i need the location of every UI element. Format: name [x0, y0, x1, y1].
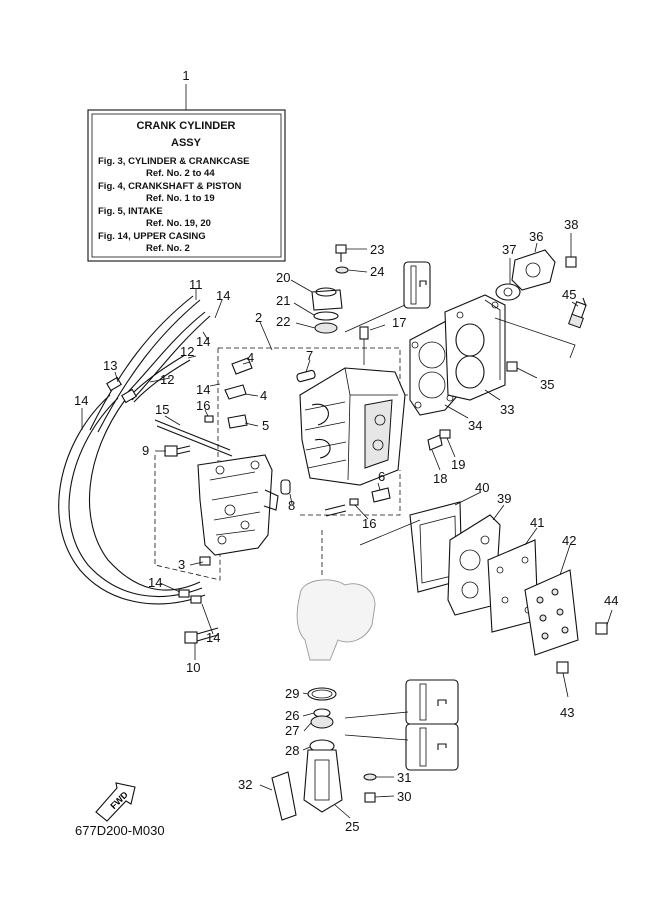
callout-24: 24 — [370, 264, 384, 279]
callout-2: 2 — [255, 310, 262, 325]
callout-20: 20 — [276, 270, 290, 285]
callout-6: 6 — [378, 469, 385, 484]
ref-box-line: Fig. 5, INTAKE — [98, 206, 163, 217]
callout-38: 38 — [564, 217, 578, 232]
cylinder-block — [299, 367, 406, 486]
callout-14: 14 — [216, 288, 230, 303]
callout-32: 32 — [238, 777, 252, 792]
callout-17: 17 — [392, 315, 406, 330]
callout-14: 14 — [206, 630, 220, 645]
callout-21: 21 — [276, 293, 290, 308]
fasteners — [164, 244, 608, 674]
ref-box-line: Ref. No. 1 to 19 — [146, 193, 215, 204]
crankcase — [197, 454, 279, 556]
grease-gun-icon — [344, 679, 459, 725]
callout-4: 4 — [260, 388, 267, 403]
callout-14: 14 — [74, 393, 88, 408]
callout-36: 36 — [529, 229, 543, 244]
callout-11: 11 — [189, 277, 203, 292]
upper-casing-reference — [296, 530, 376, 661]
callout-45: 45 — [562, 287, 576, 302]
callout-12: 12 — [160, 372, 174, 387]
callout-31: 31 — [397, 770, 411, 785]
callout-37: 37 — [502, 242, 516, 257]
callout-22: 22 — [276, 314, 290, 329]
callout-19: 19 — [451, 457, 465, 472]
fwd-direction-arrow: FWD — [95, 782, 136, 822]
ref-box-line: Fig. 4, CRANKSHAFT & PISTON — [98, 181, 242, 192]
callout-29: 29 — [285, 686, 299, 701]
callout-27: 27 — [285, 723, 299, 738]
callout-23: 23 — [370, 242, 384, 257]
callout-1: 1 — [182, 68, 189, 83]
ref-box-line: Ref. No. 2 to 44 — [146, 168, 215, 179]
drawing-code: 677D200-M030 — [75, 823, 165, 838]
exhaust-cover-assembly — [359, 501, 579, 656]
callout-14: 14 — [148, 575, 162, 590]
ref-box-line: Fig. 14, UPPER CASING — [98, 231, 206, 242]
callout-13: 13 — [103, 358, 117, 373]
callout-15: 15 — [155, 402, 169, 417]
callout-18: 18 — [433, 471, 447, 486]
ref-box-title: CRANK CYLINDER — [137, 120, 236, 132]
callout-42: 42 — [562, 533, 576, 548]
oil-seal-housing-assembly — [271, 687, 377, 821]
callout-4: 4 — [247, 350, 254, 365]
grease-gun-icon — [344, 261, 431, 333]
cooling-hoses — [58, 295, 347, 605]
ref-box-line: Fig. 3, CYLINDER & CRANKCASE — [98, 156, 249, 167]
callout-30: 30 — [397, 789, 411, 804]
callout-16: 16 — [362, 516, 376, 531]
callout-35: 35 — [540, 377, 554, 392]
leader-lines — [81, 233, 613, 819]
callout-40: 40 — [475, 480, 489, 495]
ref-box-subtitle: ASSY — [171, 137, 202, 149]
spark-plug — [494, 297, 587, 359]
ref-box-line: Ref. No. 2 — [146, 243, 190, 254]
grease-gun-icon — [344, 723, 459, 771]
callout-8: 8 — [288, 498, 295, 513]
callout-10: 10 — [186, 660, 200, 675]
callout-26: 26 — [285, 708, 299, 723]
cylinder-head — [409, 294, 506, 416]
callout-9: 9 — [142, 443, 149, 458]
callout-16: 16 — [196, 398, 210, 413]
callout-43: 43 — [560, 705, 574, 720]
callout-33: 33 — [500, 402, 514, 417]
callout-25: 25 — [345, 819, 359, 834]
callout-28: 28 — [285, 743, 299, 758]
callout-3: 3 — [178, 557, 185, 572]
callout-14: 14 — [196, 334, 210, 349]
reference-box: 1 CRANK CYLINDER ASSY Fig. 3, CYLINDER &… — [87, 68, 286, 262]
callout-39: 39 — [497, 491, 511, 506]
callout-labels: 2 3 4 4 5 6 7 8 9 10 11 12 12 13 14 14 1… — [74, 217, 618, 834]
callout-7: 7 — [306, 348, 313, 363]
callout-41: 41 — [530, 515, 544, 530]
ref-box-line: Ref. No. 19, 20 — [146, 218, 211, 229]
callout-34: 34 — [468, 418, 482, 433]
thermostat-cover — [495, 249, 556, 301]
callout-12: 12 — [180, 344, 194, 359]
callout-14: 14 — [196, 382, 210, 397]
callout-5: 5 — [262, 418, 269, 433]
callout-44: 44 — [604, 593, 618, 608]
